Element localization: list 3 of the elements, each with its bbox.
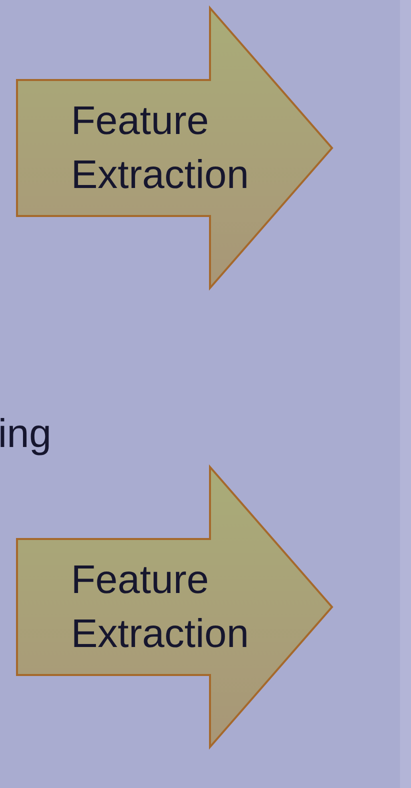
arrow-label: Feature Extraction: [71, 557, 250, 658]
partial-word: ing: [0, 412, 52, 457]
arrow-label: Feature Extraction: [71, 98, 250, 199]
